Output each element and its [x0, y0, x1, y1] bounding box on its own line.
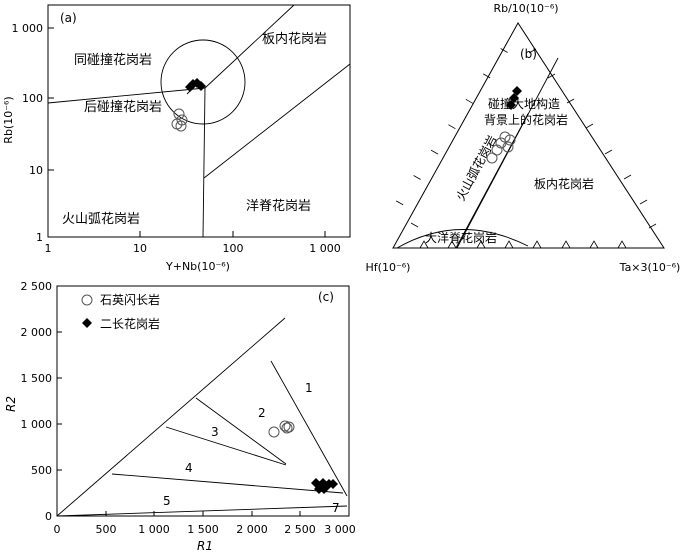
panel-c-tag: (c)	[318, 290, 334, 304]
panel-c-x-ticks	[56, 511, 350, 516]
panel-c-ytick-2500: 2 500	[21, 280, 53, 293]
panel-c-field-3: 3	[211, 425, 219, 439]
panel-c-x-axis-label: R1	[197, 539, 213, 553]
field-line-main-left	[56, 317, 286, 517]
panel-b-circle-point	[486, 152, 498, 164]
panel-a-points	[171, 78, 206, 132]
boundary-wpg-org	[203, 63, 351, 179]
field-line-1	[270, 360, 348, 497]
legend-filled-diamond-label: 二长花岗岩	[100, 316, 160, 331]
panel-c-field-4: 4	[185, 461, 193, 475]
panel-c-xtick-2000: 2 000	[236, 523, 268, 536]
panel-a-frame	[47, 4, 351, 238]
panel-c-y-axis-label: R2	[4, 396, 18, 412]
panel-c-circle-point	[279, 420, 291, 432]
panel-b-apex-left: Hf(10⁻⁶)	[366, 261, 411, 274]
panel-b-field-collision-line1: 碰撞大地构造	[488, 96, 560, 111]
panel-b-field-ocean-ridge: 大洋脊花岗岩	[425, 230, 497, 245]
panel-b-tick-marks	[396, 48, 657, 249]
panel-c-circle-point	[268, 426, 280, 438]
panel-a-ytick-10: 10	[29, 164, 43, 177]
panel-a-x-axis-label: Y+Nb(10⁻⁶)	[165, 260, 230, 273]
panel-a-ytick-100: 100	[22, 92, 43, 105]
boundary-ocean-ridge	[396, 229, 529, 249]
panel-a-xtick-100: 100	[223, 242, 244, 255]
panel-c-circle-point	[281, 422, 293, 434]
field-line-3b	[165, 426, 287, 466]
panel-a-xtick-1000: 1 000	[309, 242, 341, 255]
boundary-vag-wpg	[455, 113, 529, 249]
panel-a-xtick-10: 10	[133, 242, 147, 255]
panel-a-field-volcanic-arc: 火山弧花岗岩	[62, 211, 140, 227]
panel-c-xtick-0: 0	[54, 523, 61, 536]
panel-a-tag: (a)	[60, 11, 77, 25]
panel-a-field-syn-collision: 同碰撞花岗岩	[74, 52, 152, 68]
panel-c-field-2: 2	[258, 406, 266, 420]
panel-c-boundaries	[56, 317, 348, 517]
panel-b-apex-top: Rb/10(10⁻⁶)	[493, 2, 558, 15]
panel-c-legend: 石英闪长岩 二长花岗岩	[81, 292, 160, 331]
panel-b-points	[486, 86, 522, 164]
panel-b-boundaries	[396, 57, 559, 249]
panel-a-field-within-plate: 板内花岗岩	[262, 31, 327, 47]
panel-b-circle-point	[504, 134, 516, 146]
panel-c-ytick-0: 0	[45, 510, 52, 523]
panel-c-ytick-1000: 1 000	[21, 418, 53, 431]
panel-a-ytick-1000: 1 000	[12, 22, 44, 35]
panel-c-diamond-point	[328, 479, 338, 489]
field-line-main-bottom	[56, 505, 348, 517]
panel-a: (a) 1 000 100 10 1 1 10 100 1 000 Rb(10⁻…	[2, 4, 351, 273]
panel-a-field-ocean-ridge: 洋脊花岗岩	[246, 198, 311, 214]
boundary-vag-wpg	[202, 87, 206, 238]
boundary-syn-wpg	[204, 4, 295, 89]
panel-a-xtick-1: 1	[45, 242, 52, 255]
panel-c-circle-point	[283, 421, 295, 433]
panel-b-circle-point	[491, 144, 503, 156]
panel-c-xtick-2500: 2 500	[284, 523, 316, 536]
panel-c-xtick-500: 500	[96, 523, 117, 536]
panel-b-circle-point	[502, 141, 514, 153]
panel-c-diamond-point	[319, 484, 329, 494]
panel-c-ytick-2000: 2 000	[21, 326, 53, 339]
panel-b-diamond-point	[506, 100, 516, 110]
panel-c-field-7: 7	[332, 501, 340, 515]
panel-b-field-volcanic-arc: 火山弧花岗岩	[453, 133, 500, 204]
boundary-syn-vag	[47, 87, 206, 104]
panel-c-ytick-500: 500	[31, 464, 52, 477]
panel-a-y-ticks	[48, 27, 54, 238]
panel-c-points	[268, 420, 338, 494]
panel-b-field-within-plate: 板内花岗岩	[534, 176, 594, 191]
post-collision-field-circle	[160, 39, 246, 125]
panel-a-field-post-collision: 后碰撞花岗岩	[84, 99, 162, 115]
panel-a-circle-point	[175, 120, 187, 132]
field-line-3a	[195, 397, 287, 465]
panel-a-ytick-1: 1	[36, 231, 43, 244]
panel-a-x-ticks	[47, 231, 326, 237]
panel-c-y-ticks	[57, 285, 62, 517]
panel-c-xtick-1500: 1 500	[187, 523, 219, 536]
panel-a-diamond-point	[196, 81, 206, 91]
panel-a-y-axis-label: Rb(10⁻⁶)	[2, 96, 15, 143]
panel-b-triangle	[392, 22, 665, 249]
panel-b-apex-right: Ta×3(10⁻⁶)	[619, 261, 681, 274]
panel-c-field-1: 1	[305, 381, 313, 395]
panel-c-xtick-3000: 3 000	[324, 523, 356, 536]
legend-filled-diamond-icon	[82, 318, 92, 328]
panel-b: Rb/10(10⁻⁶) (b) 碰撞大地构造 背景上的花岗岩 火山弧花岗岩 板内…	[366, 2, 681, 274]
panel-c: (c) 2 500 2 000 1 500 1 000 500 0 0 500 …	[4, 280, 356, 553]
field-line-4	[111, 473, 344, 494]
panel-c-field-5: 5	[163, 494, 171, 508]
panel-b-field-collision-line2: 背景上的花岗岩	[484, 112, 568, 127]
legend-hollow-circle-icon	[81, 294, 93, 306]
panel-c-xtick-1000: 1 000	[138, 523, 170, 536]
legend-hollow-circle-label: 石英闪长岩	[100, 292, 160, 307]
panel-c-ytick-1500: 1 500	[21, 372, 53, 385]
